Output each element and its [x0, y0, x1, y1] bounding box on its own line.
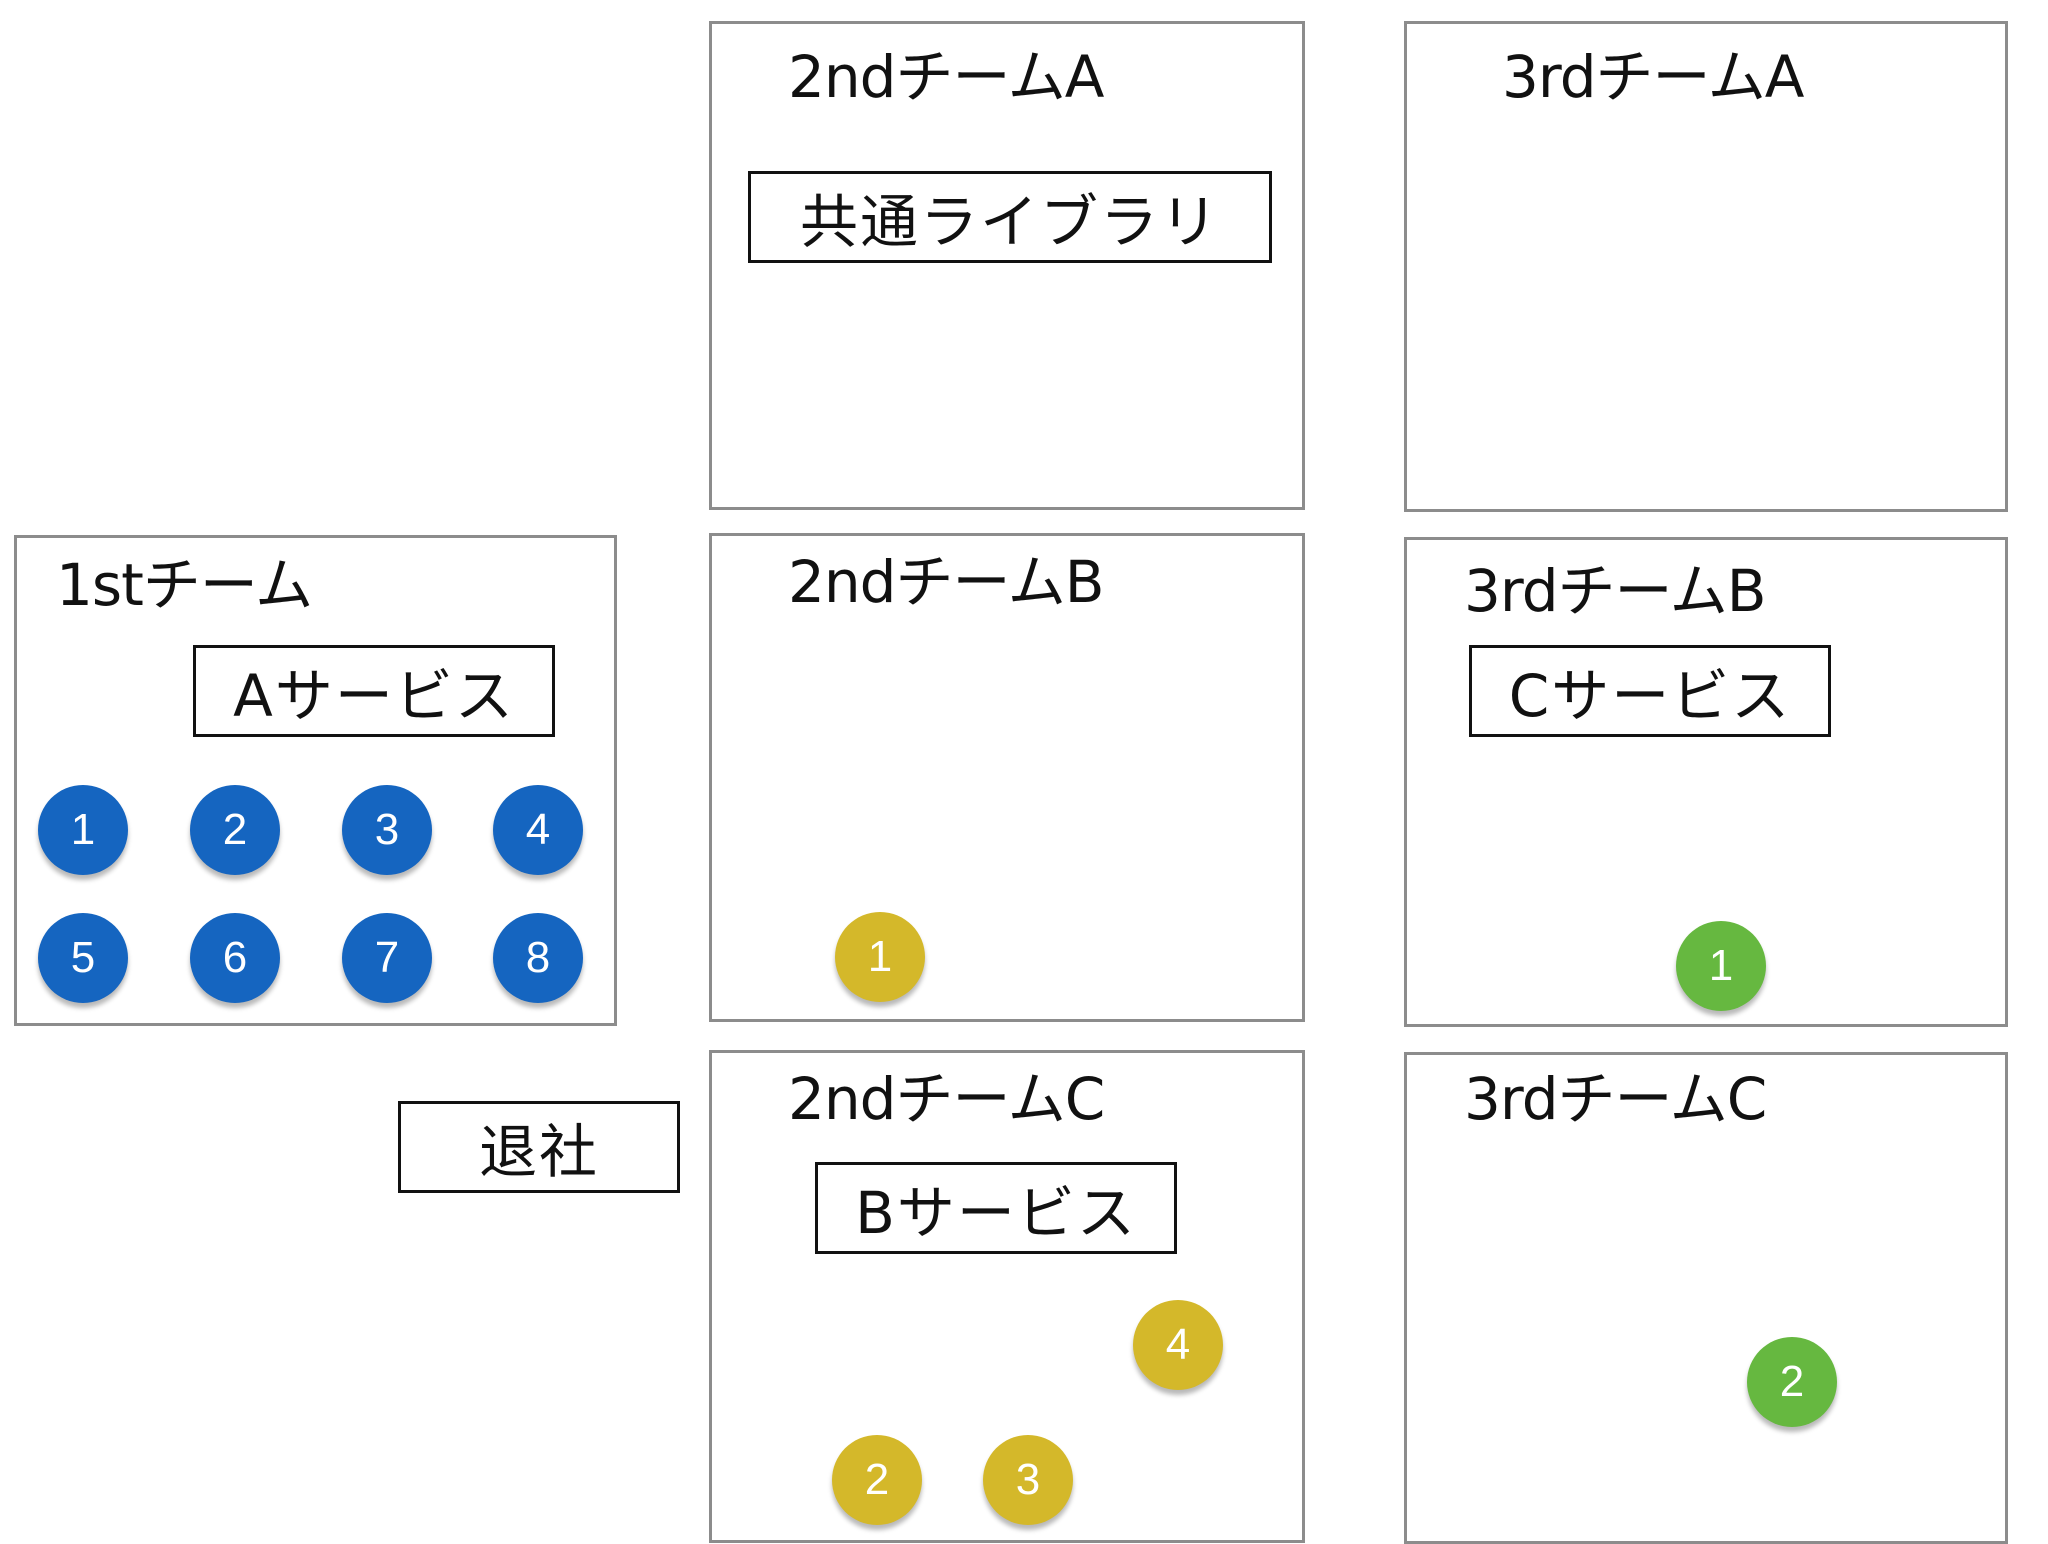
team-title-3rd-b: 3rdチームB: [1464, 557, 1767, 625]
shared-library-label: 共通ライブラリ: [748, 171, 1272, 263]
team-box-3rd-a: [1404, 21, 2008, 512]
team-box-3rd-c: [1404, 1052, 2008, 1544]
team-title-2nd-c: 2ndチームC: [788, 1065, 1105, 1133]
team-title-3rd-c: 3rdチームC: [1464, 1065, 1767, 1133]
member-circle: 2: [1747, 1337, 1837, 1427]
member-circle: 7: [342, 913, 432, 1003]
member-circle: 2: [832, 1435, 922, 1525]
member-circle: 8: [493, 913, 583, 1003]
team-box-2nd-b: [709, 533, 1305, 1022]
member-circle: 1: [1676, 921, 1766, 1011]
member-circle: 5: [38, 913, 128, 1003]
member-circle: 3: [342, 785, 432, 875]
retired-label: 退社: [398, 1101, 680, 1193]
service-c-label: Cサービス: [1469, 645, 1831, 737]
team-title-1st: 1stチーム: [56, 551, 313, 619]
member-circle: 4: [1133, 1300, 1223, 1390]
member-circle: 1: [38, 785, 128, 875]
member-circle: 4: [493, 785, 583, 875]
team-title-2nd-b: 2ndチームB: [788, 548, 1105, 616]
member-circle: 3: [983, 1435, 1073, 1525]
service-a-label: Aサービス: [193, 645, 555, 737]
team-title-2nd-a: 2ndチームA: [788, 43, 1104, 111]
member-circle: 2: [190, 785, 280, 875]
service-b-label: Bサービス: [815, 1162, 1177, 1254]
member-circle: 1: [835, 912, 925, 1002]
member-circle: 6: [190, 913, 280, 1003]
team-box-2nd-a: [709, 21, 1305, 510]
team-title-3rd-a: 3rdチームA: [1502, 43, 1804, 111]
